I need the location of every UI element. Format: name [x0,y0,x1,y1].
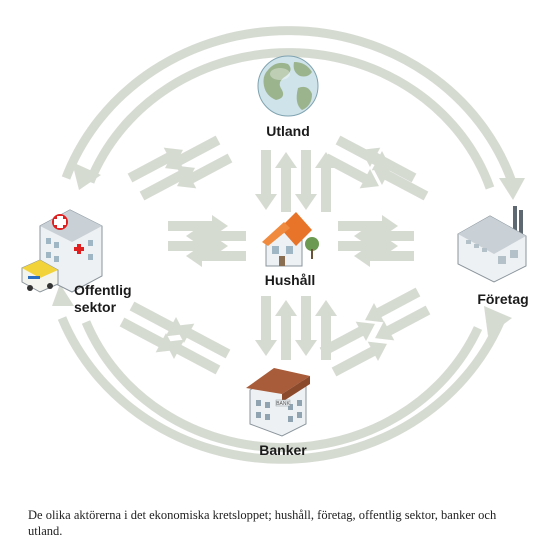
arrows-offentlig-hushall [168,215,246,267]
arrows-foretag-utland [320,130,432,206]
actor-label-offentlig-line2: sektor [74,299,117,315]
outer-arc-arrowheads [52,162,525,336]
economic-cycle-diagram: BANK [21,26,527,464]
figure-caption: De olika aktörerna i det ekonomiska kret… [28,508,497,538]
globe-icon [257,55,319,117]
inner-arc-top [85,48,495,190]
actor-label-foretag: Företag [477,291,529,307]
actor-label-utland: Utland [266,123,310,139]
arrows-offentlig-utland [124,130,236,206]
arrows-foretag-banker [316,282,434,382]
actor-label-offentlig-line1: Offentlig [74,282,132,298]
ambulance-icon [21,259,59,293]
arrows-hushall-banker [255,296,337,360]
actor-label-banker: Banker [259,442,307,458]
factory-icon [457,206,527,283]
outer-arc-bottom [57,316,505,464]
bank-sign: BANK [276,401,290,407]
arrows-utland-hushall [255,150,337,212]
actor-label-hushall: Hushåll [264,272,316,288]
outer-circular-flow [57,26,517,464]
bank-icon: BANK [246,368,310,437]
arrows-hushall-foretag [338,215,414,267]
actor-label-offentlig-sektor: Offentlig sektor [74,282,154,316]
house-icon [262,212,319,267]
inner-arc-bottom [81,320,483,453]
outer-arc-top [61,26,517,184]
